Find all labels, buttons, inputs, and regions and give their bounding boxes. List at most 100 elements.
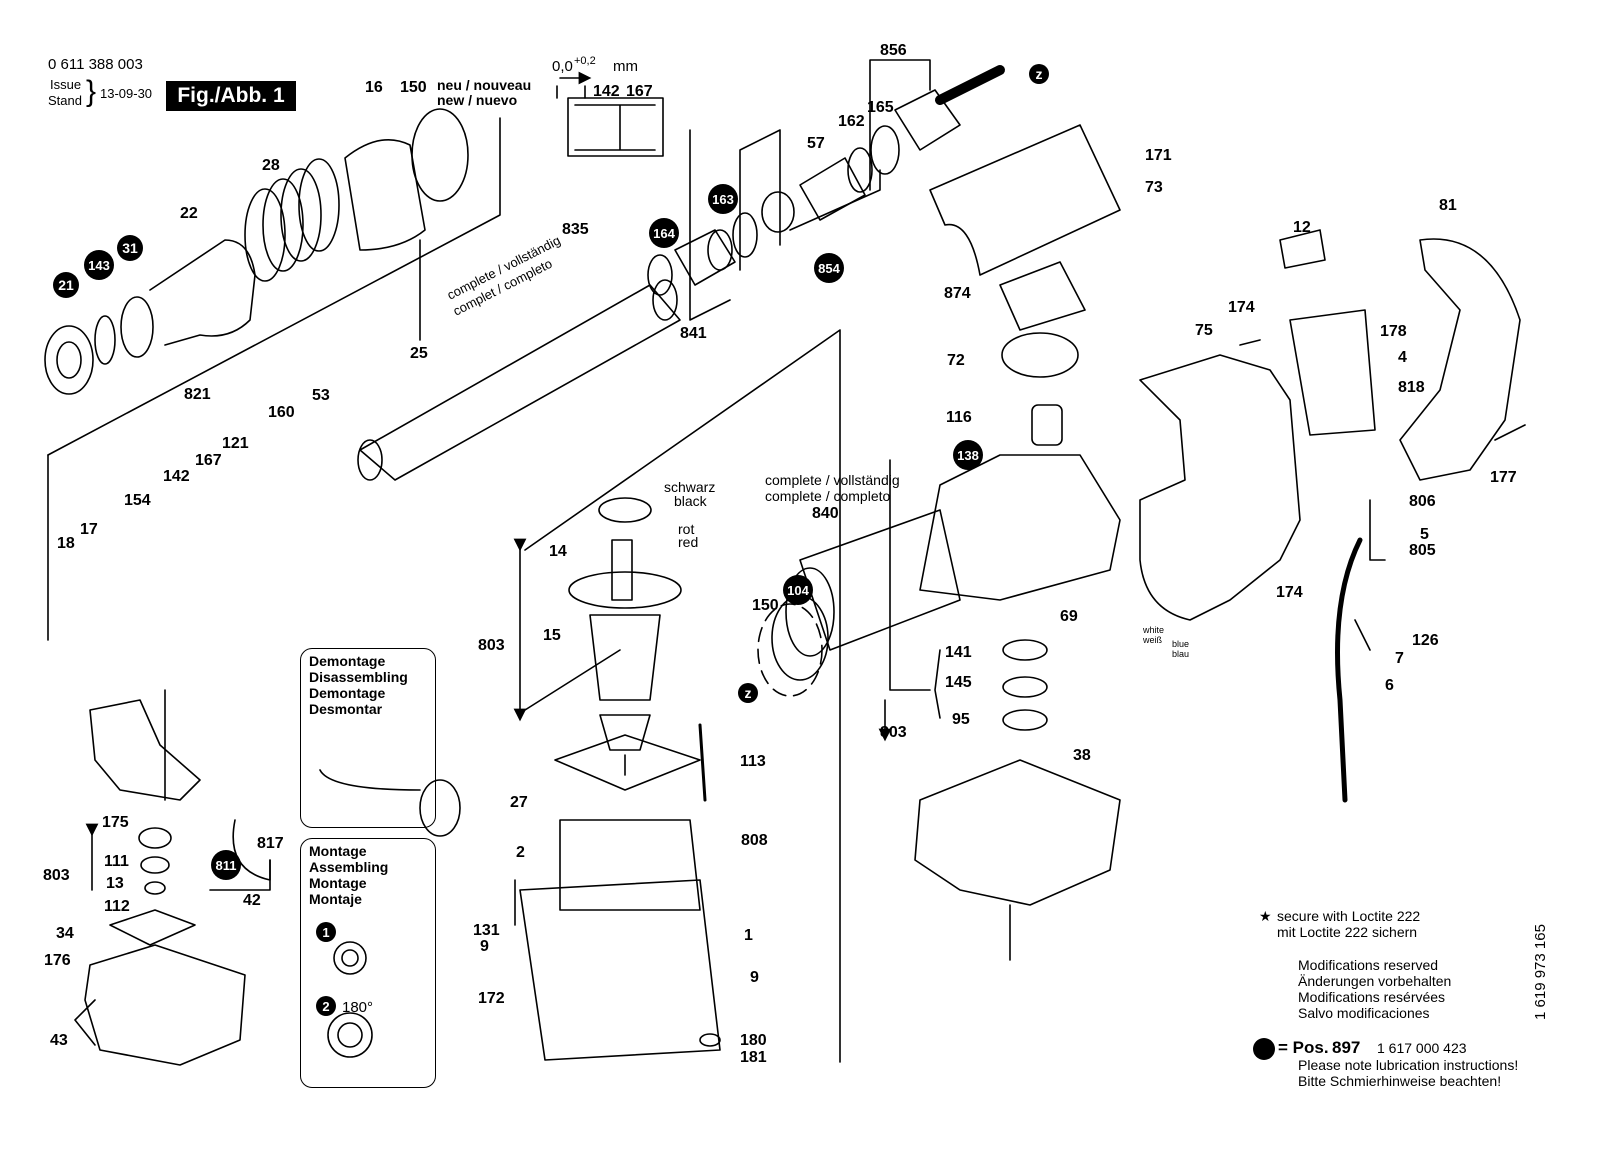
part-label-43: 43 — [50, 1032, 68, 1049]
lube-badge-bz1 — [1029, 64, 1049, 84]
part-label-18: 18 — [57, 535, 75, 552]
lube-badge-b31 — [117, 235, 143, 261]
part-label-803a: 803 — [478, 637, 505, 654]
lube-badge-b21 — [53, 272, 79, 298]
part-label-835: 835 — [562, 221, 589, 238]
part-label-142a: 142 — [593, 83, 620, 100]
part-label-38: 38 — [1073, 747, 1091, 764]
part-label-57: 57 — [807, 135, 825, 152]
step-2-badge — [316, 996, 336, 1016]
step-1-text: 1 — [322, 925, 329, 940]
part-14 — [598, 497, 652, 523]
group-856 — [869, 59, 931, 191]
part-113 — [698, 723, 707, 802]
lube-badge-b163 — [708, 184, 738, 214]
lube-badge-text-b164: 164 — [653, 226, 675, 241]
part-label-150b: 150 — [752, 597, 779, 614]
part-12 — [1279, 229, 1326, 269]
doc-number: 1 619 973 165 — [1532, 924, 1549, 1020]
part-label-113: 113 — [740, 753, 766, 770]
part-label-28: 28 — [262, 157, 280, 174]
part-label-111: 111 — [104, 853, 129, 870]
part-label-69: 69 — [1060, 608, 1078, 625]
part-22 — [149, 239, 256, 346]
part-1-housing — [519, 879, 721, 1061]
part-21 — [44, 325, 94, 395]
part-165 — [894, 89, 961, 151]
disassembly-title-4: Desmontar — [309, 701, 383, 717]
part-2 — [559, 819, 701, 911]
part-label-126: 126 — [1412, 632, 1439, 649]
mod-de: Änderungen vorbehalten — [1298, 973, 1452, 989]
part-label-178: 178 — [1380, 323, 1407, 340]
figure-label: Fig./Abb. 1 — [166, 81, 296, 111]
part-label-160: 160 — [268, 404, 295, 421]
part-label-73: 73 — [1145, 179, 1163, 196]
part-number: 0 611 388 003 — [48, 56, 143, 73]
part-81 — [1399, 238, 1521, 481]
part-label-112: 112 — [104, 898, 130, 915]
tolerance-unit: mm — [613, 58, 638, 75]
part-label-162: 162 — [838, 113, 865, 130]
part-label-180: 180 — [740, 1032, 767, 1049]
lube-badge-text-b143: 143 — [88, 258, 110, 273]
loctite-en: secure with Loctite 222 — [1277, 908, 1421, 924]
lube-en: Please note lubrication instructions! — [1298, 1057, 1519, 1073]
lube-badge-text-bz2: z — [745, 685, 752, 701]
part-label-75: 75 — [1195, 322, 1213, 339]
part-label-856: 856 — [880, 42, 907, 59]
header-brace: } — [86, 75, 97, 108]
part-112 — [144, 881, 166, 895]
part-43 — [84, 944, 246, 1066]
tolerance-detail — [567, 97, 664, 157]
lube-badge-text-b854: 854 — [818, 261, 840, 276]
part-label-16: 16 — [365, 79, 383, 96]
part-label-176: 176 — [44, 952, 71, 969]
part-841 — [674, 229, 736, 286]
part-label-9a: 9 — [480, 938, 489, 955]
part-label-171: 171 — [1145, 147, 1172, 164]
lube-badge-b854 — [814, 253, 844, 283]
part-73 — [929, 124, 1121, 276]
part-label-34: 34 — [56, 925, 74, 942]
note-white: white — [1142, 625, 1164, 635]
issue-label: Issue — [50, 77, 82, 92]
part-label-22: 22 — [180, 205, 198, 222]
part-label-7: 7 — [1395, 650, 1404, 667]
part-label-27: 27 — [510, 794, 528, 811]
part-label-177: 177 — [1490, 469, 1517, 486]
part-75 — [1139, 354, 1301, 621]
part-label-72: 72 — [947, 352, 965, 369]
part-178 — [1289, 309, 1376, 436]
stand-label: Stand — [48, 93, 82, 108]
part-label-167a: 167 — [626, 83, 653, 100]
step-1-badge — [316, 922, 336, 942]
note-schwarz: schwarz — [664, 479, 715, 495]
part-16 — [344, 138, 426, 251]
step-2-text: 2 — [322, 999, 329, 1014]
part-111 — [138, 827, 172, 849]
part-label-2: 2 — [516, 844, 525, 861]
part-label-5: 5 — [1420, 526, 1429, 543]
mod-en: Modifications reserved — [1298, 957, 1439, 973]
note-neu-nouveau: neu / nouveau — [437, 77, 531, 93]
pos-label: = Pos. — [1278, 1038, 1329, 1057]
note-complete-mid-2: complete / completo — [765, 488, 890, 504]
lube-badge-text-b138: 138 — [957, 448, 979, 463]
lube-badge-b143 — [84, 250, 114, 280]
part-874 — [999, 261, 1086, 331]
part-label-95: 95 — [952, 711, 970, 728]
lube-badge-b811 — [211, 850, 241, 880]
part-label-25: 25 — [410, 345, 428, 362]
part-label-6: 6 — [1385, 677, 1394, 694]
part-label-17: 17 — [80, 521, 98, 538]
part-label-821: 821 — [184, 386, 211, 403]
group-line-chisel — [47, 117, 501, 456]
part-label-808: 808 — [741, 832, 768, 849]
part-label-165: 165 — [867, 99, 894, 116]
lube-badge-text-b163: 163 — [712, 192, 734, 207]
part-label-1: 1 — [744, 927, 753, 944]
mod-es: Salvo modificaciones — [1298, 1005, 1430, 1021]
star-icon: ★ — [1259, 908, 1272, 924]
